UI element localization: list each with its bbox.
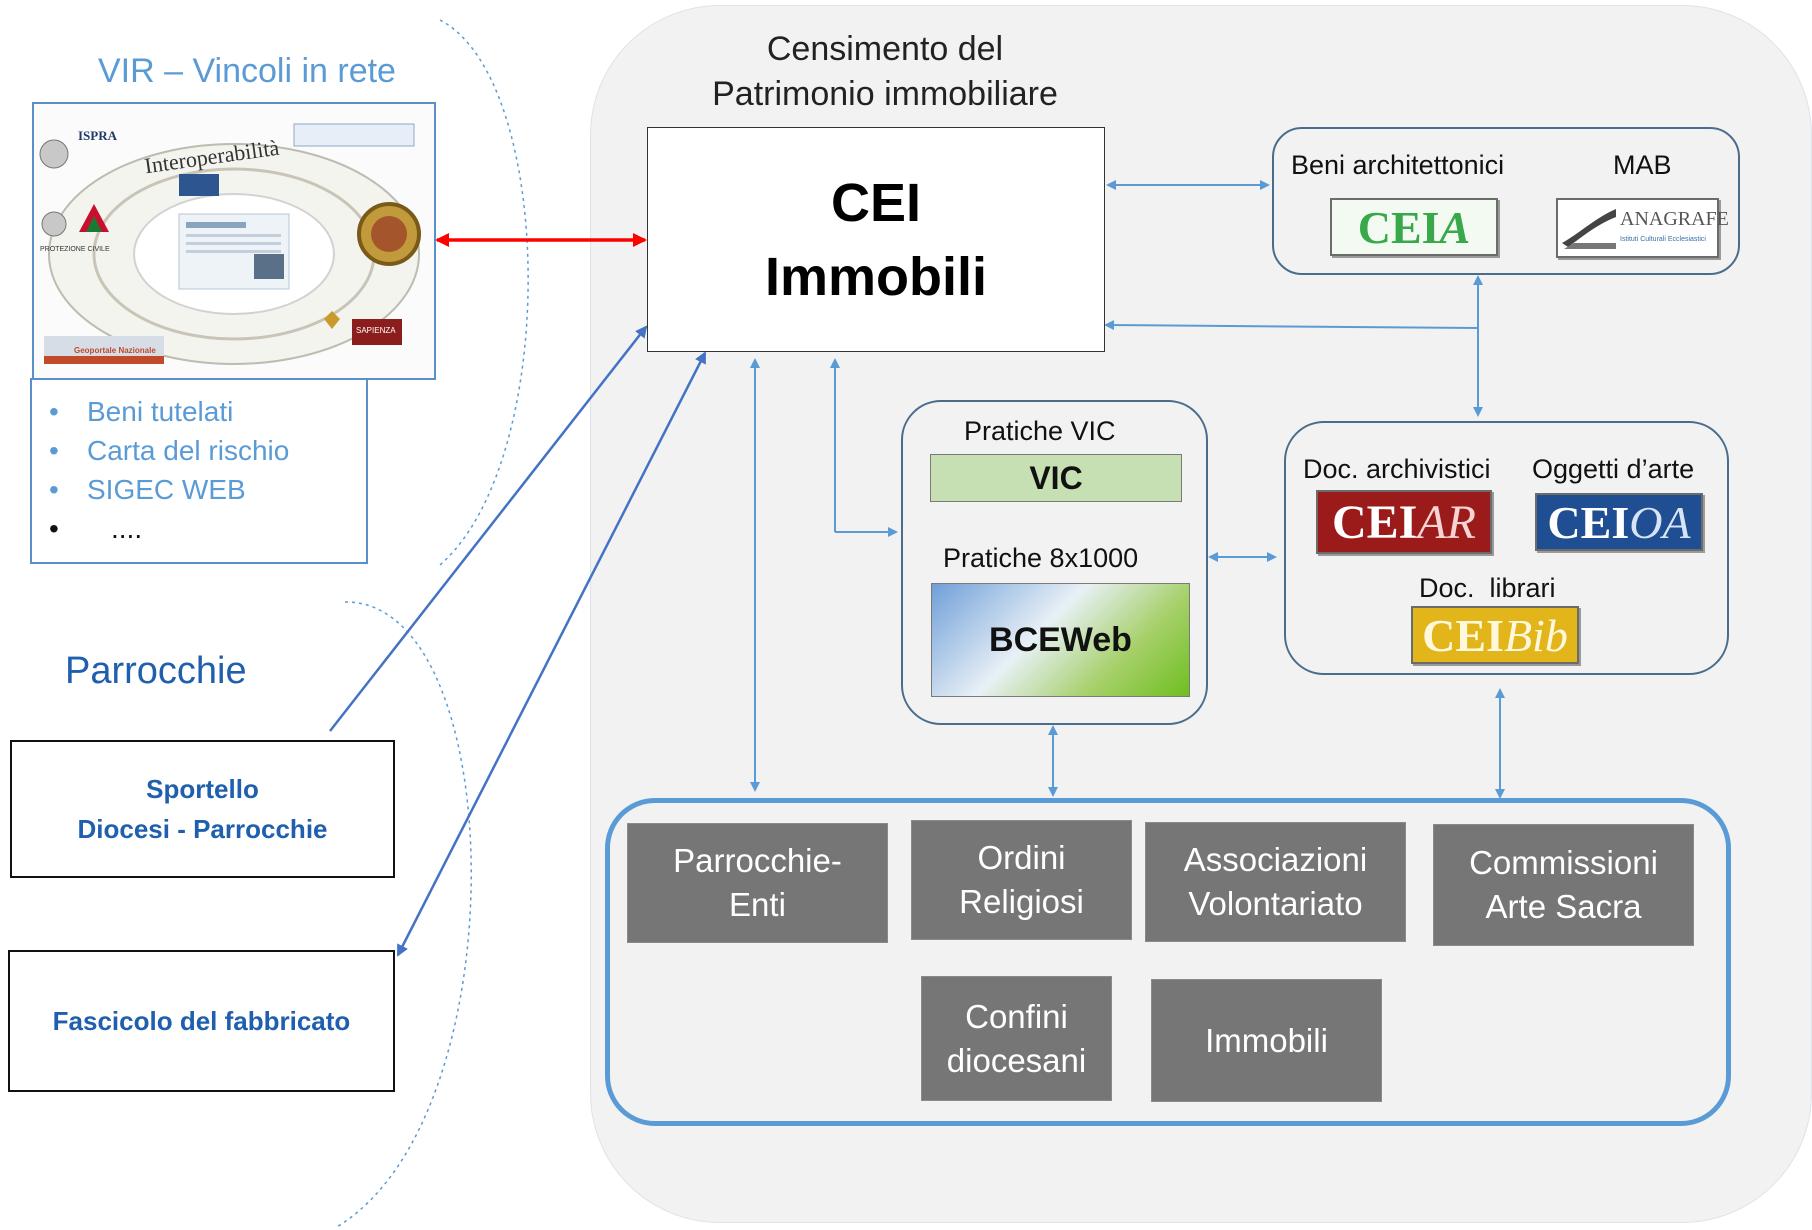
vir-list-item: Beni tutelati (49, 392, 366, 431)
beni-group (1272, 127, 1740, 275)
vic-box[interactable]: VIC (930, 454, 1182, 502)
confini-diocesani-box[interactable]: Confini diocesani (921, 976, 1112, 1101)
beni-architettonici-label: Beni architettonici (1291, 150, 1505, 180)
fascicolo-box[interactable]: Fascicolo del fabbricato (8, 950, 395, 1092)
cei-bib-logo-suffix: Bib (1503, 609, 1568, 661)
anagrafe-sub: Istituti Culturali Ecclesiastici (1620, 236, 1706, 243)
ordini-religiosi-box[interactable]: Ordini Religiosi (911, 820, 1132, 940)
parrocchie-label: Parrocchie (65, 650, 247, 692)
cei-ar-logo-main: CEI (1332, 495, 1418, 549)
ispra-text: ISPRA (78, 128, 118, 143)
arrow-cei-fascicolo (396, 351, 707, 957)
vir-list-item: SIGEC WEB (49, 470, 366, 509)
dotted-arc-bottom (334, 601, 472, 1229)
commissioni-arte-sacra-box[interactable]: Commissioni Arte Sacra (1433, 824, 1694, 946)
vir-image-graphic (39, 123, 421, 365)
parrocchie-enti-box[interactable]: Parrocchie- Enti (627, 823, 888, 943)
vir-list-item: .... (49, 509, 366, 548)
associazioni-volontariato-box[interactable]: Associazioni Volontariato (1145, 822, 1406, 942)
anagrafe-logo[interactable]: ANAGRAFE Istituti Culturali Ecclesiastic… (1556, 198, 1729, 258)
vir-list-item: Carta del rischio (49, 431, 366, 470)
sapienza-text: SAPIENZA (356, 326, 396, 335)
cei-a-logo-suffix: A (1439, 201, 1471, 253)
geoportale-text: Geoportale Nazionale (74, 346, 156, 355)
cei-a-logo-main: CEI (1357, 201, 1440, 253)
pratiche-vic-label: Pratiche VIC (964, 416, 1116, 446)
census-title-line1: Censimento del (766, 30, 1004, 68)
census-title-line2: Patrimonio immobiliare (712, 75, 1058, 113)
anagrafe-mark-icon (1562, 209, 1616, 249)
doc-librari-label: Doc. librari (1419, 573, 1556, 603)
protezione-text: PROTEZIONE CIVILE (40, 246, 110, 253)
dotted-arc-top (439, 19, 529, 566)
immobili-box[interactable]: Immobili (1151, 979, 1382, 1102)
pratiche-group (901, 400, 1208, 725)
cei-bib-logo-main: CEI (1422, 609, 1504, 661)
pratiche-8x1000-label: Pratiche 8x1000 (943, 543, 1139, 573)
doc-group (1284, 421, 1729, 675)
oggetti-arte-label: Oggetti d’arte (1532, 454, 1695, 484)
cei-oa-logo-main: CEI (1547, 496, 1630, 548)
doc-archivistici-label: Doc. archivistici (1303, 454, 1491, 484)
cei-immobili-box[interactable]: CEI Immobili (647, 127, 1105, 352)
vir-list: Beni tutelati Carta del rischio SIGEC WE… (30, 378, 368, 564)
bceweb-box[interactable]: BCEWeb (931, 583, 1190, 697)
vir-title: VIR – Vincoli in rete (98, 52, 396, 90)
bottom-container (605, 798, 1731, 1126)
sportello-box[interactable]: Sportello Diocesi - Parrocchie (10, 740, 395, 878)
arrow-into-cei (1104, 320, 1479, 331)
vir-image[interactable]: ISPRA PROTEZIONE CIVILE Interoperabilità… (32, 102, 436, 380)
anagrafe-main: ANAGRAFE (1620, 208, 1729, 230)
mab-label: MAB (1613, 150, 1672, 180)
arrow-parrocchie-cei (329, 325, 648, 732)
cei-ar-logo-suffix: AR (1417, 495, 1476, 549)
census-title: Censimento del Patrimonio immobiliare (660, 27, 1110, 117)
cei-oa-logo-suffix: OA (1629, 496, 1691, 548)
cei-immobili-line1: CEI (830, 172, 922, 233)
cei-immobili-line2: Immobili (764, 246, 987, 307)
